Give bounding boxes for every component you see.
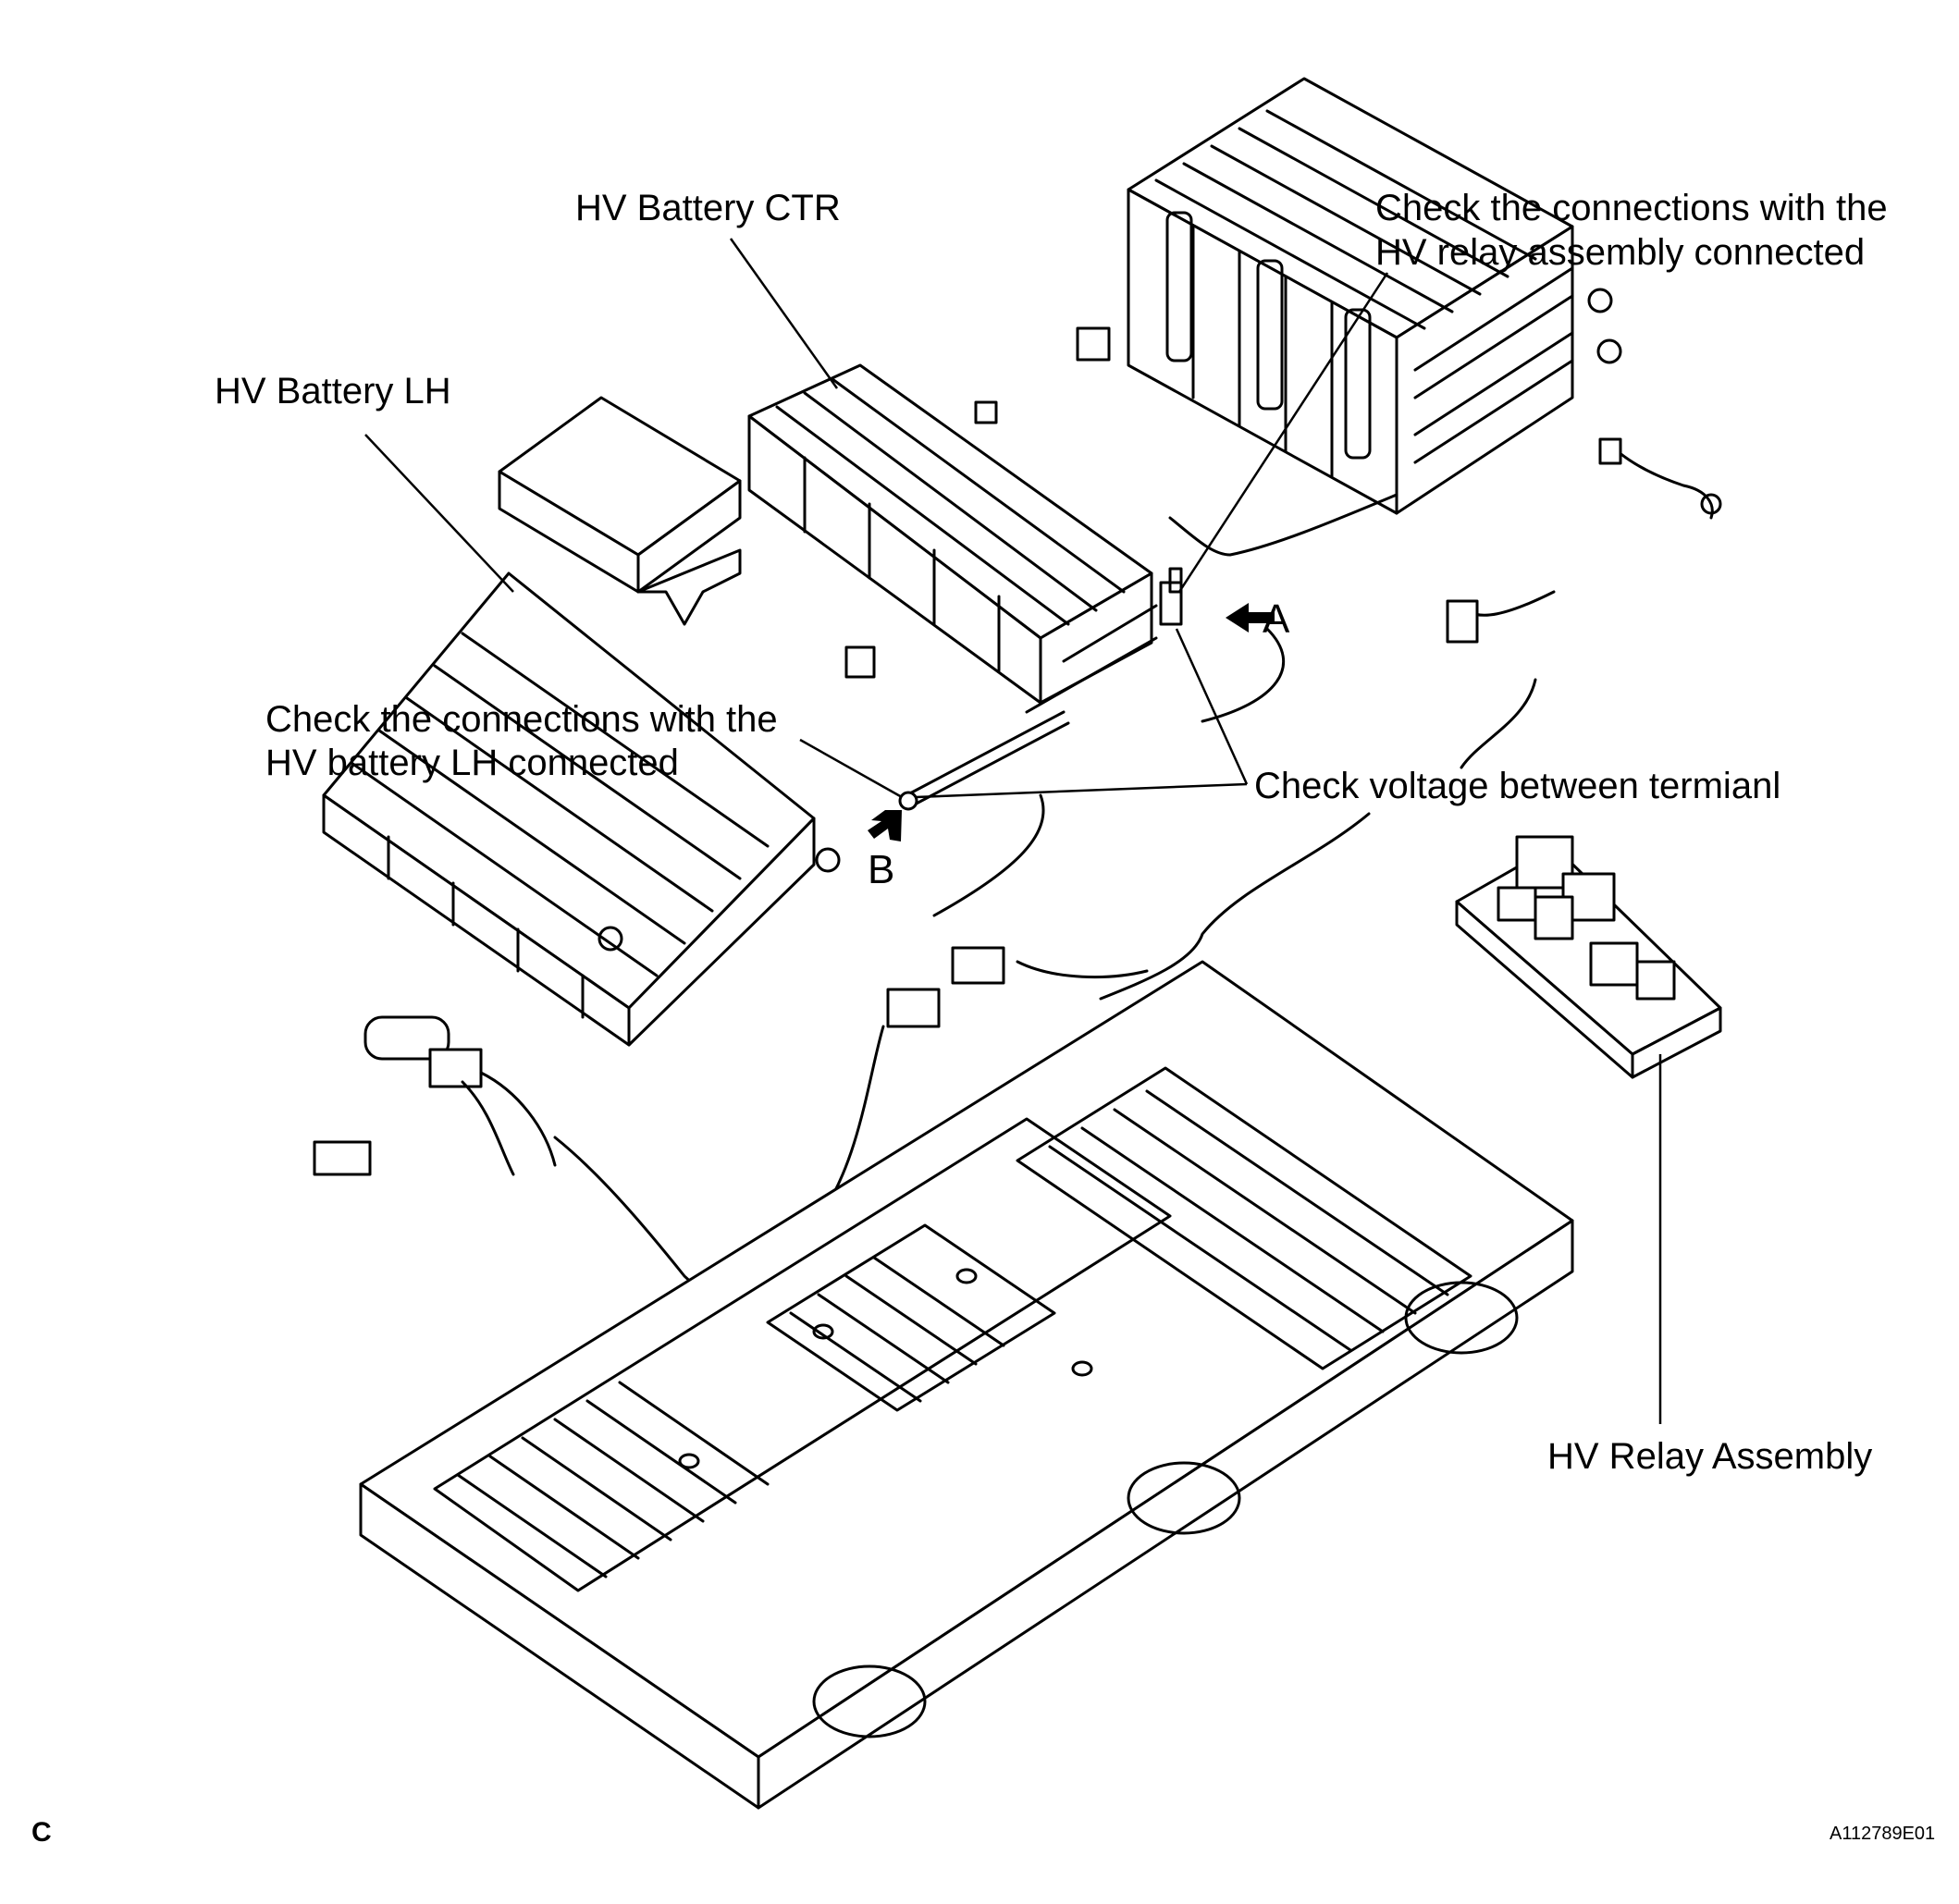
connector-cable-b — [898, 710, 1070, 811]
label-check-lh-line1: Check the connections with the — [265, 699, 778, 740]
hv-battery-ctr-module — [747, 363, 1183, 714]
label-point-a: A — [1263, 596, 1290, 642]
label-check-relay-line2: HV relay assembly connected — [1375, 232, 1866, 273]
battery-ecu — [498, 396, 742, 626]
corner-letter: C — [31, 1817, 52, 1848]
label-hv-relay-assembly: HV Relay Assembly — [1547, 1436, 1873, 1477]
leader-voltage-to-b — [915, 782, 1248, 799]
label-check-lh-line2: HV battery LH connected — [265, 743, 679, 783]
label-check-relay-line1: Check the connections with the — [1375, 188, 1888, 228]
label-hv-battery-lh: HV Battery LH — [215, 371, 451, 412]
label-hv-battery-ctr: HV Battery CTR — [575, 188, 841, 228]
leader-check-lh — [799, 738, 903, 799]
service-plug-harness — [313, 946, 1149, 1293]
leader-lines — [364, 238, 1662, 1424]
hv-battery-rh-module — [1076, 77, 1622, 515]
hv-battery-lh-module — [322, 571, 841, 1047]
label-check-voltage: Check voltage between termianl — [1254, 766, 1781, 806]
leader-check-relay — [1177, 272, 1389, 593]
hv-relay-assembly — [1455, 835, 1722, 1079]
label-point-b: B — [868, 847, 895, 892]
leader-hv-battery-ctr — [729, 238, 839, 389]
leader-voltage-to-a — [1175, 628, 1249, 785]
wiring-harness — [932, 437, 1722, 1001]
leader-hv-battery-lh — [364, 434, 514, 593]
battery-tray — [359, 960, 1574, 1810]
figure-code: A112789E01 — [1830, 1824, 1936, 1844]
arrow-b-icon — [868, 810, 902, 841]
arrow-a-icon — [1226, 603, 1275, 633]
